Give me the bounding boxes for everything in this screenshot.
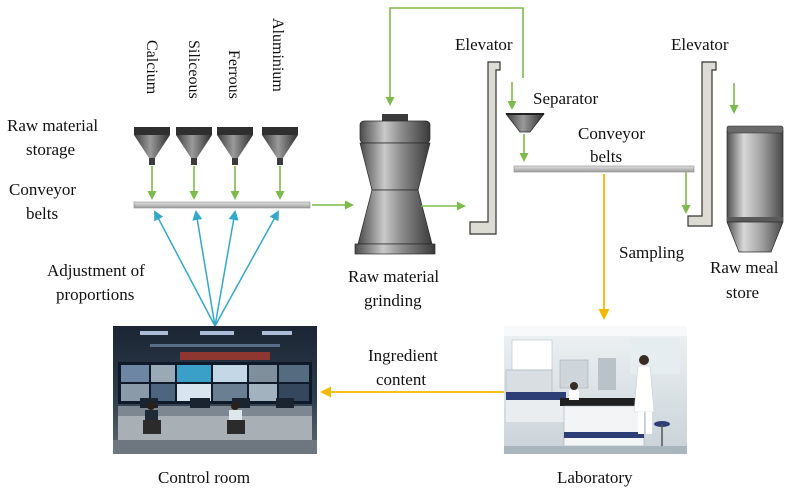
label-raw-material-grinding-1: Raw material bbox=[348, 267, 439, 286]
hopper-calcium bbox=[134, 127, 170, 165]
label-conveyor-belts-left-1: Conveyor bbox=[9, 180, 76, 199]
label-conveyor-belts-left-2: belts bbox=[26, 204, 58, 223]
separator-return-loop-arrow bbox=[385, 7, 524, 106]
hopper-siliceous bbox=[176, 127, 212, 165]
storage-hoppers bbox=[134, 127, 298, 165]
adjustment-arrows bbox=[154, 210, 279, 327]
material-label-aluminium: Aluminium bbox=[269, 18, 286, 92]
elevator-left bbox=[469, 61, 501, 235]
control-room-image bbox=[113, 326, 317, 454]
label-laboratory: Laboratory bbox=[557, 468, 633, 487]
label-conveyor-belts-right-1: Conveyor bbox=[578, 124, 645, 143]
material-labels: Calcium Siliceous Ferrous Aluminium bbox=[143, 18, 286, 99]
hopper-ferrous bbox=[217, 127, 253, 165]
material-label-siliceous: Siliceous bbox=[185, 40, 202, 99]
raw-material-grinding-mill bbox=[354, 114, 436, 255]
label-ingredient-content-1: Ingredient bbox=[368, 346, 438, 365]
label-separator: Separator bbox=[533, 89, 598, 108]
material-label-calcium: Calcium bbox=[143, 40, 160, 95]
label-raw-material-storage-1: Raw material bbox=[7, 116, 98, 135]
label-elevator-left: Elevator bbox=[455, 35, 513, 54]
hopper-feed-arrows bbox=[147, 166, 285, 200]
laboratory-image bbox=[504, 326, 687, 454]
raw-meal-silo bbox=[726, 125, 784, 253]
label-raw-meal-store-1: Raw meal bbox=[710, 258, 779, 277]
conveyor-belt-left bbox=[133, 201, 311, 209]
label-control-room: Control room bbox=[158, 468, 250, 487]
label-ingredient-content-2: content bbox=[376, 370, 426, 389]
label-conveyor-belts-right-2: belts bbox=[590, 147, 622, 166]
material-label-ferrous: Ferrous bbox=[225, 50, 242, 99]
elevator-right bbox=[687, 61, 717, 227]
label-elevator-right: Elevator bbox=[671, 35, 729, 54]
separator bbox=[505, 113, 545, 133]
label-raw-meal-store-2: store bbox=[726, 283, 759, 302]
conveyor-belt-right bbox=[513, 165, 695, 173]
label-adjustment-1: Adjustment of bbox=[47, 261, 145, 280]
label-raw-material-grinding-2: grinding bbox=[364, 291, 422, 310]
label-raw-material-storage-2: storage bbox=[26, 140, 75, 159]
label-adjustment-2: proportions bbox=[56, 285, 134, 304]
hopper-aluminium bbox=[262, 127, 298, 165]
label-sampling: Sampling bbox=[619, 243, 685, 262]
